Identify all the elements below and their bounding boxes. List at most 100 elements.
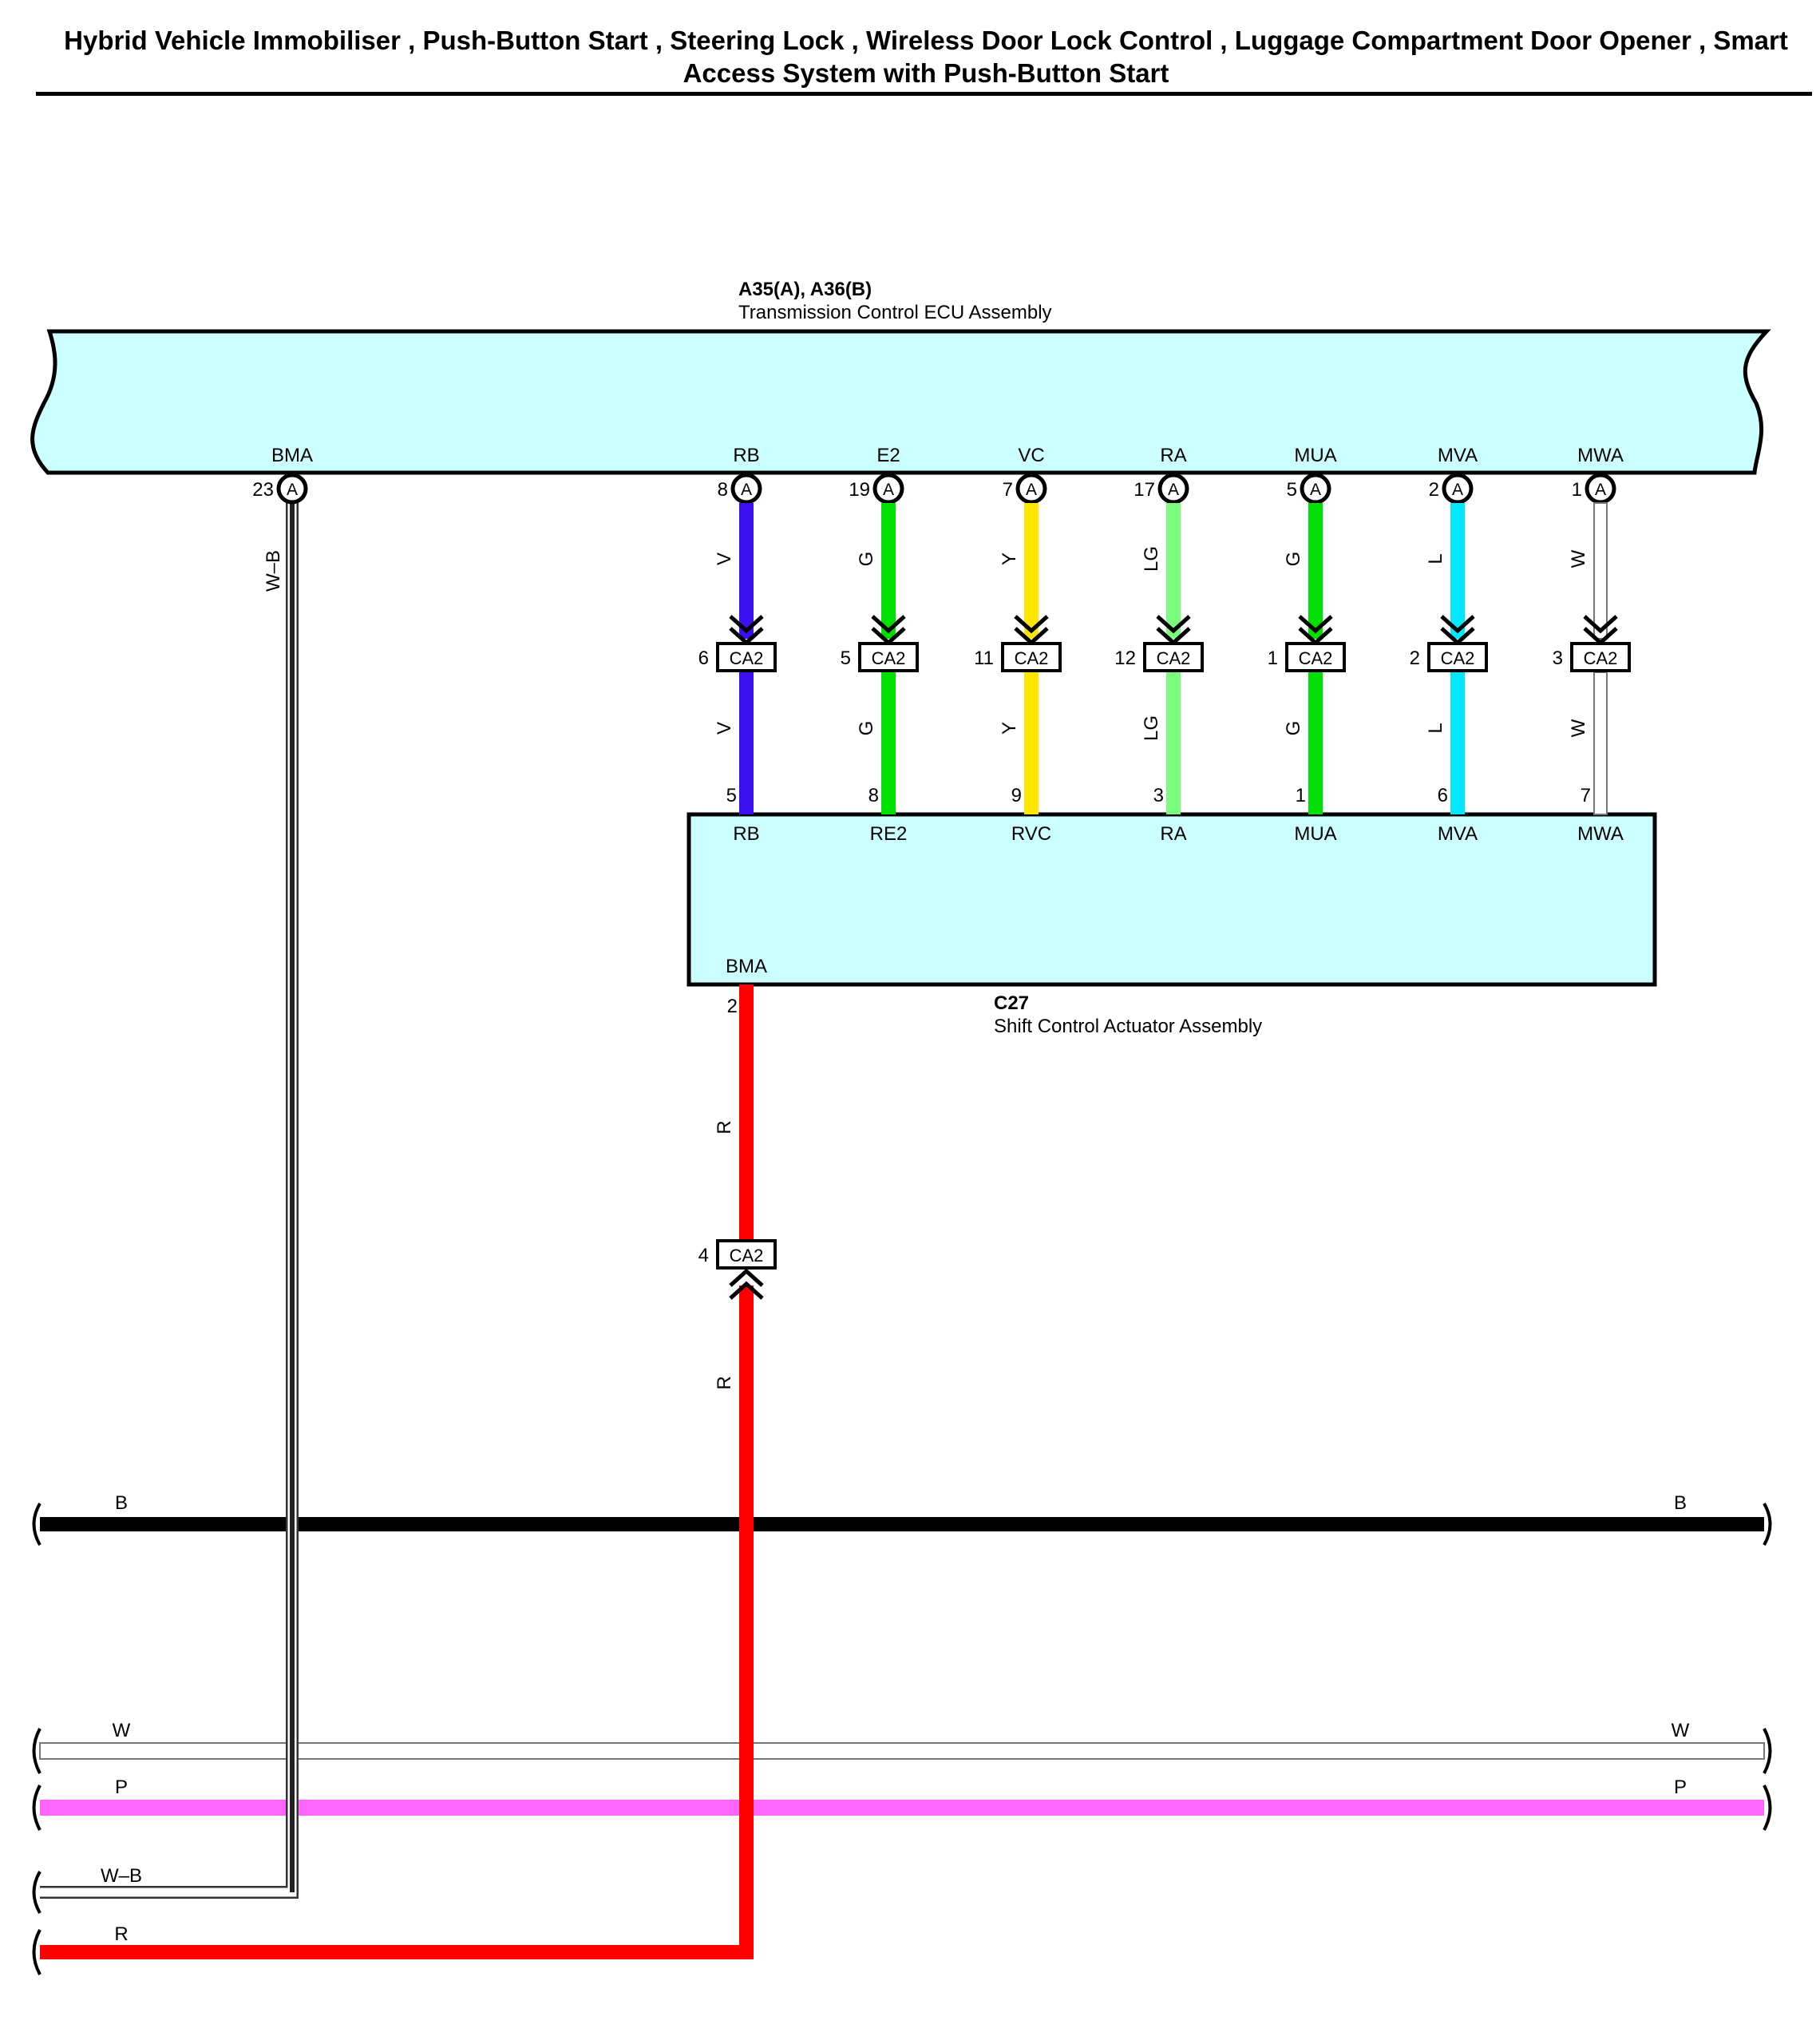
- bus-b-label-left: B: [115, 1492, 128, 1514]
- title-line-2: Access System with Push-Button Start: [682, 58, 1169, 88]
- title-underline: [36, 92, 1812, 96]
- ecu-terminal-conn-bma: A: [287, 481, 298, 499]
- ecu-name: Transmission Control ECU Assembly: [738, 302, 1052, 323]
- actuator-pin-mwa: 7: [1581, 785, 1591, 806]
- ca2-pin4-box: [716, 1239, 777, 1270]
- ecu-body: [30, 329, 1771, 475]
- bus-wb-break-left: [32, 1871, 42, 1914]
- ecu-terminal-conn-e2: A: [883, 481, 894, 499]
- bus-b-label-right: B: [1674, 1492, 1687, 1514]
- actuator-terminal-label-mwa: MWA: [1577, 823, 1624, 845]
- ca2-pin-ra: 12: [1114, 648, 1136, 669]
- actuator-bma-pin: 2: [727, 996, 738, 1017]
- wire-color-code-lower-ra: LG: [1141, 715, 1162, 741]
- signal-wire-mwa-upper: [1593, 502, 1608, 640]
- signal-wire-mua-upper: [1308, 503, 1323, 639]
- wire-color-code-upper-rb: V: [714, 553, 735, 565]
- signal-wire-rvc-lower: [1024, 672, 1039, 814]
- ca2-label-ra: CA2: [1157, 648, 1191, 668]
- signal-wire-rvc-upper: [1024, 503, 1039, 639]
- signal-wire-mva-upper: [1450, 503, 1465, 639]
- wire-color-code-lower-rb: V: [714, 722, 735, 735]
- actuator-pin-ra: 3: [1153, 785, 1164, 806]
- ca2-pin-mwa: 3: [1553, 648, 1563, 669]
- wire-r-lower: [40, 1285, 754, 1959]
- signal-wire-mwa-lower: [1593, 671, 1608, 815]
- ecu-terminal-pin-mva: 2: [1429, 479, 1439, 501]
- actuator-pin-re2: 8: [868, 785, 879, 806]
- wire-color-code-lower-mva: L: [1425, 723, 1446, 733]
- wire-r-color-code-upper: R: [714, 1120, 735, 1134]
- ecu-terminal-conn-vc: A: [1026, 481, 1037, 499]
- wire-color-code-lower-rvc: Y: [999, 722, 1020, 735]
- ca2-label-rvc: CA2: [1015, 648, 1049, 668]
- wire-wb-fill: [40, 501, 297, 1897]
- ecu-terminal-label-rb: RB: [733, 445, 759, 466]
- ecu-terminal-label-e2: E2: [876, 445, 900, 466]
- ecu-terminal-pin-bma: 23: [252, 479, 274, 501]
- ecu-terminal-label-mva: MVA: [1438, 445, 1478, 466]
- ecu-terminal-marker-rb: [730, 473, 762, 505]
- bus-b-break-left: [32, 1503, 42, 1546]
- ca2-label-mua: CA2: [1299, 648, 1333, 668]
- bus-w-wire: [39, 1742, 1765, 1760]
- wire-color-code-upper-re2: G: [856, 552, 877, 567]
- bus-w-break-left: [32, 1728, 42, 1774]
- diagram-title: Hybrid Vehicle Immobiliser , Push-Button…: [32, 24, 1820, 89]
- ecu-terminal-conn-ra: A: [1168, 481, 1179, 499]
- actuator-bma-label: BMA: [726, 956, 767, 977]
- actuator-terminal-label-re2: RE2: [870, 823, 908, 845]
- ca2-box-re2: [858, 642, 919, 672]
- bus-r-label-left: R: [114, 1923, 128, 1945]
- ca2-box-mva: [1427, 642, 1488, 672]
- actuator-terminal-label-mua: MUA: [1294, 823, 1336, 845]
- wire-r: R R R CA2 4: [32, 984, 777, 1975]
- bus-w-break-right: [1763, 1728, 1772, 1774]
- ca2-pin-mua: 1: [1268, 648, 1278, 669]
- wire-wb-outline: [40, 501, 299, 1899]
- bus-wb-label-left: W–B: [101, 1865, 142, 1887]
- actuator-terminal-label-rb: RB: [733, 823, 759, 845]
- title-line-1: Hybrid Vehicle Immobiliser , Push-Button…: [64, 26, 1788, 55]
- ecu-terminal-label-bma: BMA: [271, 445, 313, 466]
- wire-color-code-upper-ra: LG: [1141, 546, 1162, 572]
- signal-wire-re2-lower: [881, 672, 896, 814]
- bus-r-break-left: [32, 1929, 42, 1975]
- bus-w: W W: [32, 1720, 1772, 1774]
- bus-p-break-right: [1763, 1785, 1772, 1831]
- ecu-terminal-marker-mva: [1442, 473, 1474, 505]
- ecu-terminal-label-ra: RA: [1160, 445, 1186, 466]
- bus-b: B B: [32, 1492, 1772, 1546]
- ecu-terminal-marker-ra: [1157, 473, 1189, 505]
- ecu-terminal-conn-mwa: A: [1595, 481, 1606, 499]
- ecu-terminal-label-mua: MUA: [1294, 445, 1336, 466]
- actuator-terminal-label-ra: RA: [1160, 823, 1186, 845]
- bus-p-break-left: [32, 1785, 42, 1831]
- ecu-terminal-pin-rb: 8: [718, 479, 728, 501]
- signal-wire-mua-lower: [1308, 672, 1323, 814]
- ca2-pin-re2: 5: [841, 648, 851, 669]
- actuator-pin-rb: 5: [726, 785, 737, 806]
- ecu-terminal-label-mwa: MWA: [1577, 445, 1624, 466]
- ecu-terminal-marker-bma: [276, 473, 308, 505]
- wire-color-code-lower-re2: G: [856, 721, 877, 736]
- actuator-connector-id: C27: [994, 992, 1029, 1014]
- wire-color-code-lower-mwa: W: [1568, 719, 1589, 737]
- signal-wires: CA26VV5RBCA25GG8RE2CA211YY9RVCCA212LGLG3…: [698, 502, 1631, 845]
- wire-color-code-upper-mva: L: [1425, 553, 1446, 564]
- ecu-terminal-pin-mwa: 1: [1572, 479, 1582, 501]
- signal-wire-re2-upper: [881, 503, 896, 639]
- wire-color-code-upper-rvc: Y: [999, 553, 1020, 565]
- signal-wire-ra-lower: [1166, 672, 1181, 814]
- bus-b-wire: [40, 1517, 1764, 1531]
- ecu-terminal-pin-ra: 17: [1134, 479, 1155, 501]
- actuator-terminal-label-rvc: RVC: [1011, 823, 1051, 845]
- bus-p: P P: [32, 1777, 1772, 1831]
